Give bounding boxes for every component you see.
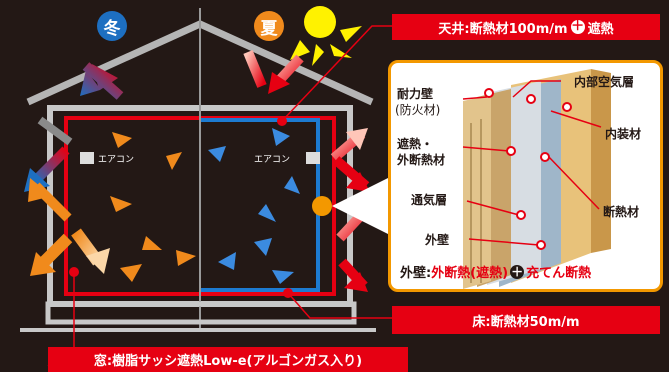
window-callout: 窓:樹脂サッシ遮熱Low-e(アルゴンガス入り) — [48, 347, 408, 372]
aircon-left-label: エアコン — [98, 155, 135, 165]
label-inner-air-layer: 内部空気層 — [574, 75, 635, 89]
floor-callout-text: 床:断熱材50m/m — [472, 314, 580, 330]
arrow-winter-roof-shaft — [82, 62, 124, 100]
aircon-left-unit — [80, 152, 94, 164]
label-shield-line2: 外断熱材 — [397, 153, 446, 167]
label-ventilation-layer: 通気層 — [411, 193, 448, 207]
window-heat-arrows — [28, 178, 110, 276]
aircon-right-unit — [306, 152, 320, 164]
sun-icon — [290, 6, 362, 66]
caption-outer-insulation: 外断熱(遮熱) — [431, 266, 509, 281]
summer-air-flow — [208, 128, 300, 284]
winter-heat-loss-arrows — [24, 62, 124, 192]
arrow-winter-wall-mid — [37, 116, 73, 146]
floor-callout: 床:断熱材50m/m — [392, 306, 660, 334]
marker-wall — [312, 196, 332, 216]
caption-plus-icon: ＋ — [510, 265, 525, 279]
caption-prefix: 外壁: — [400, 266, 432, 281]
ceiling-callout-suffix: 遮熱 — [587, 21, 614, 37]
caption-fill-insulation: 充てん断熱 — [526, 266, 592, 281]
leader-floor — [287, 292, 392, 319]
label-interior-finish: 内装材 — [605, 127, 642, 141]
label-bearing-wall-sub: (防火材) — [395, 103, 441, 117]
aircon-right-label: エアコン — [254, 155, 291, 165]
winter-air-flow — [110, 132, 196, 282]
plus-icon: ＋ — [570, 19, 585, 34]
label-bearing-wall: 耐力壁 — [397, 87, 434, 101]
label-insulation: 断熱材 — [603, 205, 640, 219]
ceiling-callout: 天井:断熱材100m/m ＋ 遮熱 — [392, 14, 660, 40]
ceiling-callout-text: 天井:断熱材100m/m — [438, 21, 568, 37]
window-callout-text: 窓:樹脂サッシ遮熱Low-e(アルゴンガス入り) — [93, 354, 363, 369]
wall-detail-caption: 外壁:外断熱(遮熱)＋充てん断熱 — [400, 262, 591, 281]
summer-badge: 夏 — [254, 11, 284, 41]
leader-ceiling — [281, 25, 392, 122]
summer-heat-gain-arrows — [243, 50, 370, 292]
callout-pointer — [332, 176, 392, 236]
label-shield-line1: 遮熱・ — [397, 137, 434, 151]
insulation-blue — [200, 118, 320, 292]
label-outer-wall: 外壁 — [425, 233, 450, 247]
floor-slab — [45, 301, 357, 325]
winter-badge: 冬 — [97, 11, 127, 41]
wall-detail-panel: 耐力壁 (防火材) 内部空気層 内装材 遮熱・ 外断熱材 通気層 断熱材 外壁 — [388, 60, 663, 292]
wall-layers-illustration — [462, 69, 611, 289]
